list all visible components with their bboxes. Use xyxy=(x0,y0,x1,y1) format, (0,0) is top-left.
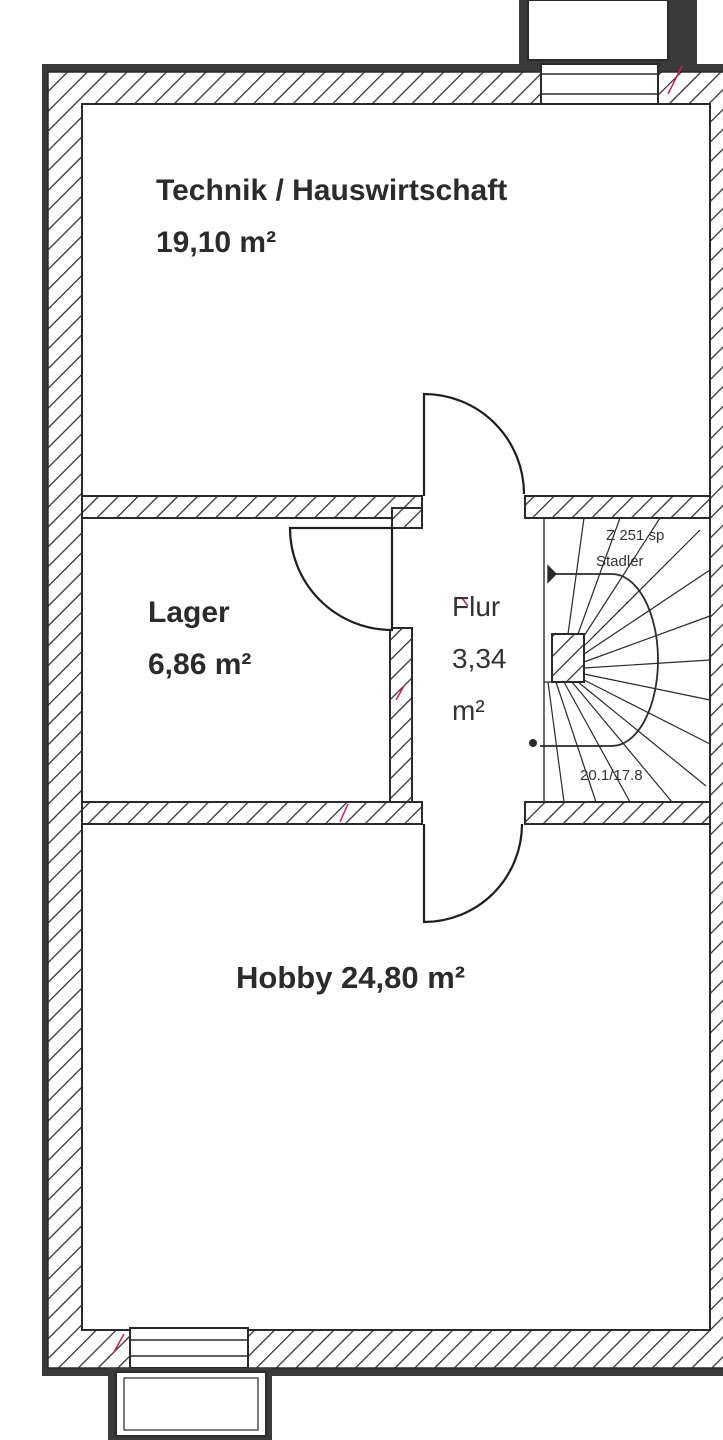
flur-area-unit: m² xyxy=(452,695,485,726)
stair-model: Z 251 sp xyxy=(606,527,664,544)
interior-walls xyxy=(81,495,711,825)
door-technik xyxy=(422,392,526,496)
technik-name: Technik / Hauswirtschaft xyxy=(156,174,507,207)
door-hobby xyxy=(422,823,524,924)
doors xyxy=(288,392,526,924)
stair-maker: Stadler xyxy=(596,553,644,570)
staircase xyxy=(529,517,711,803)
stair-dimensions: 20.1/17.8 xyxy=(580,767,643,784)
flur-area-value: 3,34 xyxy=(452,643,507,674)
technik-area: 19,10 m² xyxy=(156,226,276,259)
bottom-window-bay xyxy=(108,1327,272,1440)
lager-name: Lager xyxy=(148,596,230,629)
lager-area: 6,86 m² xyxy=(148,648,251,681)
top-window-bay xyxy=(519,0,697,105)
flur-name: Flur xyxy=(452,591,500,622)
hobby-label: Hobby 24,80 m² xyxy=(236,960,465,995)
exterior-walls xyxy=(42,64,723,1376)
door-lager xyxy=(288,526,394,632)
red-marks xyxy=(113,65,683,1353)
